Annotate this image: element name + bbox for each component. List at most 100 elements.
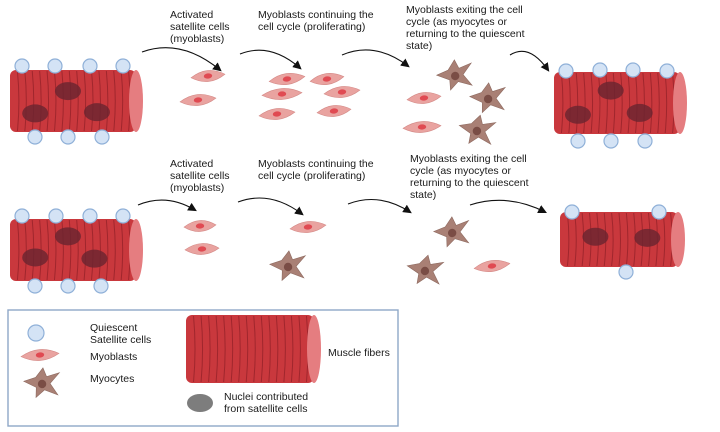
muscle-fiber-row2-left [10, 219, 143, 281]
fiber-nucleus [564, 105, 591, 124]
satellite-cell [651, 204, 667, 220]
legend-nucleus-swatch [187, 394, 213, 412]
myoblast-cell [309, 73, 345, 85]
fiber-striation [275, 315, 279, 383]
fiber-striation [230, 315, 234, 383]
process-arrow [347, 199, 412, 214]
myoblast-cell [179, 94, 217, 106]
row2-continuing-label: Myoblasts continuing the cell cycle (pro… [258, 158, 374, 182]
satellite-cell [570, 133, 586, 149]
muscle-fiber-body [554, 72, 680, 134]
fiber-nucleus [597, 81, 624, 100]
myocyte-cell [458, 114, 497, 145]
fiber-striation [627, 72, 631, 134]
myoblast-nucleus [272, 111, 282, 117]
myoblast-cell [402, 121, 442, 133]
fiber-striation [560, 72, 564, 134]
process-arrow [237, 197, 304, 216]
myocyte-nucleus [450, 71, 460, 81]
row2-exiting-label: Myoblasts exiting the cell cycle (as myo… [410, 153, 529, 201]
fiber-striation [208, 315, 211, 383]
fiber-striation [24, 219, 27, 281]
satellite-cell [115, 58, 131, 74]
fiber-striation [61, 70, 64, 132]
fiber-striation [618, 212, 621, 267]
fiber-nucleus [22, 104, 49, 123]
fiber-striation [268, 315, 271, 383]
myocyte-cell [23, 367, 61, 399]
legend-muscle-fibers-label: Muscle fibers [328, 347, 390, 359]
fiber-striation [298, 315, 301, 383]
muscle-fiber-row1-right [554, 72, 687, 134]
fiber-striation [583, 72, 586, 134]
fiber-striation [238, 315, 241, 383]
fiber-striation [635, 72, 638, 134]
myoblast-nucleus [35, 352, 45, 358]
process-arrow [137, 199, 197, 212]
fiber-striation [83, 70, 87, 132]
fiber-striation [53, 70, 57, 132]
satellite-cell [603, 133, 619, 149]
fiber-striation [223, 315, 226, 383]
myoblast-cell [261, 88, 303, 100]
fiber-nucleus [54, 227, 81, 246]
fiber-striation [98, 70, 101, 132]
fiber-nucleus [626, 103, 653, 122]
fiber-striation [53, 219, 57, 281]
muscle-fiber-body [10, 70, 136, 132]
fiber-striation [113, 70, 116, 132]
legend-nuclei-label: Nuclei contributed from satellite cells [224, 391, 309, 415]
myoblast-cell [289, 221, 327, 233]
myocyte-nucleus [483, 94, 493, 104]
fiber-striation [649, 72, 653, 134]
myoblast-cell [268, 72, 306, 86]
fiber-striation [105, 219, 109, 281]
fiber-striation [215, 315, 219, 383]
fiber-striation [568, 72, 571, 134]
myoblast-nucleus [193, 97, 203, 103]
legend-myoblasts-label: Myoblasts [90, 351, 138, 363]
fiber-striation [260, 315, 264, 383]
myocyte-cell [432, 216, 470, 248]
satellite-cell [115, 208, 131, 224]
fiber-striation [657, 72, 660, 134]
muscle-fiber-body [560, 212, 678, 267]
myoblast-cell [184, 243, 220, 255]
myocyte-cell [469, 82, 507, 114]
fiber-striation [620, 72, 623, 134]
fiber-striation [68, 70, 72, 132]
myoblast-nucleus [417, 124, 427, 130]
myoblast-nucleus [197, 246, 207, 252]
fiber-striation [283, 315, 286, 383]
row1-activated-label: Activated satellite cells (myoblasts) [170, 9, 230, 45]
myoblast-cell [323, 86, 361, 98]
fiber-striation [253, 315, 256, 383]
myoblast-cell [406, 92, 442, 104]
process-arrow [469, 199, 547, 213]
satellite-cell [60, 278, 76, 294]
satellite-cell [27, 278, 43, 294]
fiber-striation [193, 315, 196, 383]
row2-activated-label: Activated satellite cells (myoblasts) [170, 158, 230, 194]
myoblast-nucleus [303, 224, 313, 230]
myoblast-cell [316, 105, 352, 117]
myoblast-cell [183, 220, 217, 232]
fiber-striation [83, 219, 87, 281]
myocyte-nucleus [447, 228, 457, 238]
fiber-striation [575, 72, 579, 134]
myocyte-cell [269, 250, 307, 282]
fiber-striation [31, 70, 35, 132]
muscle-fiber-body [186, 315, 314, 383]
process-arrow [509, 50, 550, 72]
legend-myocytes-label: Myocytes [90, 373, 135, 385]
fiber-striation [590, 72, 594, 134]
fiber-striation [605, 72, 608, 134]
myocyte-cell [435, 59, 473, 91]
fiber-striation [611, 212, 614, 267]
satellite-cell [637, 133, 653, 149]
myoblast-cell [258, 108, 296, 120]
fiber-striation [597, 72, 601, 134]
satellite-cell [14, 58, 30, 74]
satellite-cell [94, 129, 110, 145]
satellite-cell [27, 324, 45, 342]
